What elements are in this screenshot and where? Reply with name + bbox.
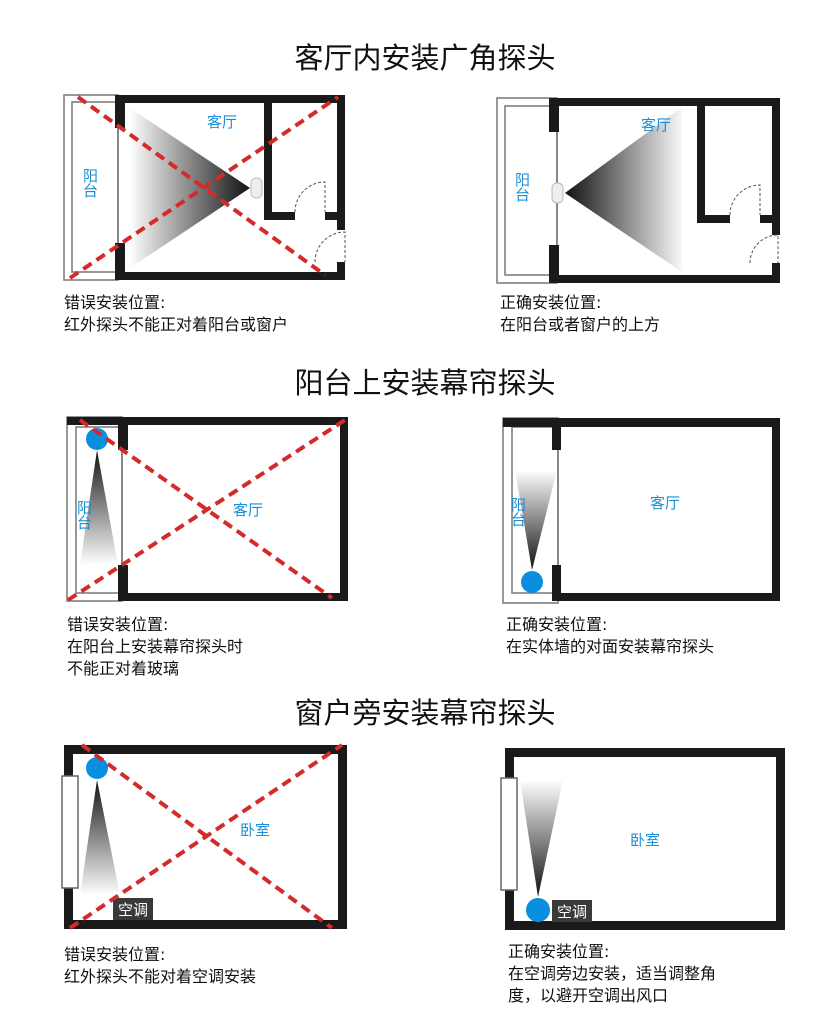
- sensor-icon: [521, 571, 543, 593]
- caption-text: 红外探头不能对着空调安装: [64, 967, 256, 986]
- detection-cone: [520, 780, 563, 897]
- diagram-wrong-wide-angle: 客厅 阳台: [63, 94, 346, 281]
- detection-cone: [80, 780, 120, 895]
- room-label: 卧室: [240, 821, 270, 839]
- room-label: 客厅: [207, 113, 237, 131]
- cross-mark: [76, 95, 327, 277]
- balcony-label: 阳台: [81, 168, 99, 198]
- caption-text: 在空调旁边安装，适当调整角: [508, 964, 716, 983]
- diagram-right-wide-angle: 客厅 阳台: [496, 97, 780, 284]
- window: [500, 777, 518, 891]
- door: [294, 181, 326, 213]
- caption-heading: 正确安装位置:: [500, 293, 601, 312]
- balcony-label: 阳台: [509, 497, 527, 527]
- section-title: 客厅内安装广角探头: [294, 41, 555, 75]
- diagram-wrong-balcony-curtain: 客厅 阳台: [66, 416, 348, 602]
- caption-heading: 正确安装位置:: [508, 942, 609, 961]
- caption-heading: 正确安装位置:: [506, 615, 607, 634]
- room-label: 客厅: [650, 494, 680, 512]
- caption-heading: 错误安装位置:: [64, 293, 165, 312]
- detection-cone: [515, 470, 557, 570]
- balcony-label: 阳台: [75, 500, 93, 530]
- air-conditioner-label: 空调: [118, 901, 148, 919]
- air-conditioner: [552, 900, 592, 922]
- sensor-icon: [86, 757, 108, 779]
- section-title: 窗户旁安装幕帘探头: [294, 696, 555, 730]
- detection-cone: [80, 450, 118, 565]
- diagram-wrong-window-curtain: 空调 卧室: [61, 743, 347, 930]
- caption-heading: 错误安装位置:: [67, 615, 168, 634]
- room-label: 卧室: [630, 831, 660, 849]
- room-label: 客厅: [641, 116, 671, 134]
- caption-text: 在实体墙的对面安装幕帘探头: [506, 637, 714, 656]
- sensor-icon: [526, 898, 550, 922]
- sensor-icon: [250, 177, 263, 199]
- air-conditioner-label: 空调: [557, 903, 587, 921]
- caption-text: 红外探头不能正对着阳台或窗户: [64, 315, 288, 334]
- caption-text: 在阳台上安装幕帘探头时: [67, 637, 243, 656]
- caption-text: 度，以避开空调出风口: [508, 986, 668, 1005]
- caption-heading: 错误安装位置:: [64, 945, 165, 964]
- air-conditioner: [113, 898, 153, 920]
- diagram-right-window-curtain: 空调 卧室: [500, 748, 785, 930]
- detection-cone: [565, 107, 682, 272]
- caption-text: 不能正对着玻璃: [67, 659, 179, 678]
- section-title: 阳台上安装幕帘探头: [294, 366, 555, 400]
- diagram-right-balcony-curtain: 客厅 阳台: [502, 417, 780, 604]
- sensor-icon: [86, 428, 108, 450]
- room-label: 客厅: [233, 501, 263, 519]
- sensor-icon: [551, 182, 564, 204]
- detection-cone: [130, 108, 250, 268]
- caption-text: 在阳台或者窗户的上方: [500, 315, 660, 334]
- balcony-label: 阳台: [513, 172, 531, 202]
- window: [61, 775, 79, 889]
